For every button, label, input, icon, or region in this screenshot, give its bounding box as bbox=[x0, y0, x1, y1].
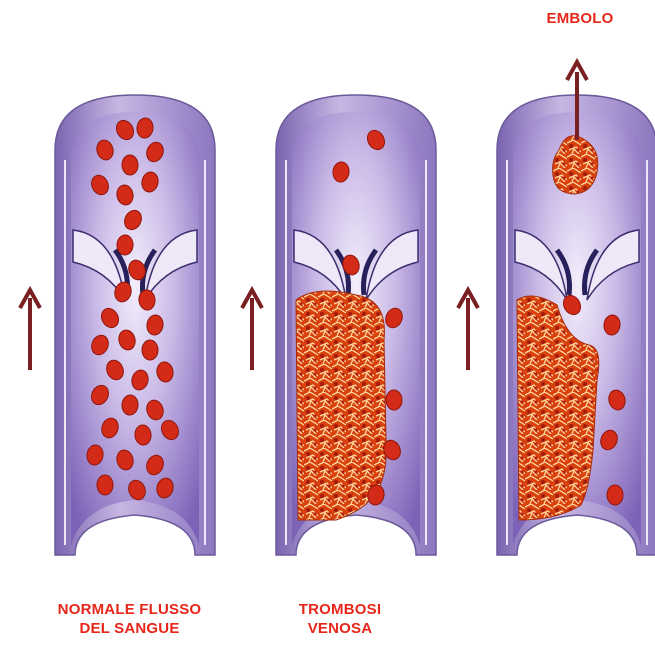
label-normal-line1: NORMALE FLUSSO bbox=[22, 600, 237, 619]
blood-cell bbox=[116, 235, 133, 256]
label-trombosi-line1: TROMBOSI bbox=[270, 600, 410, 619]
label-venous-thrombosis: TROMBOSI VENOSA bbox=[270, 600, 410, 638]
flow-arrow-2 bbox=[242, 290, 262, 370]
blood-cell bbox=[386, 390, 403, 411]
label-trombosi-line2: VENOSA bbox=[270, 619, 410, 638]
blood-cell bbox=[142, 340, 158, 360]
label-normal-flow: NORMALE FLUSSO DEL SANGUE bbox=[22, 600, 237, 638]
flow-arrow-3 bbox=[458, 290, 478, 370]
panel-embolus bbox=[497, 62, 655, 555]
label-embolus: EMBOLO bbox=[520, 9, 640, 28]
panel-venous-thrombosis bbox=[276, 95, 436, 555]
label-normal-line2: DEL SANGUE bbox=[22, 619, 237, 638]
blood-cell bbox=[607, 485, 624, 506]
blood-cell bbox=[97, 475, 113, 495]
flow-arrow-1 bbox=[20, 290, 40, 370]
thrombus bbox=[296, 291, 386, 520]
blood-cell bbox=[122, 155, 139, 176]
panel-normal-flow bbox=[55, 95, 215, 555]
